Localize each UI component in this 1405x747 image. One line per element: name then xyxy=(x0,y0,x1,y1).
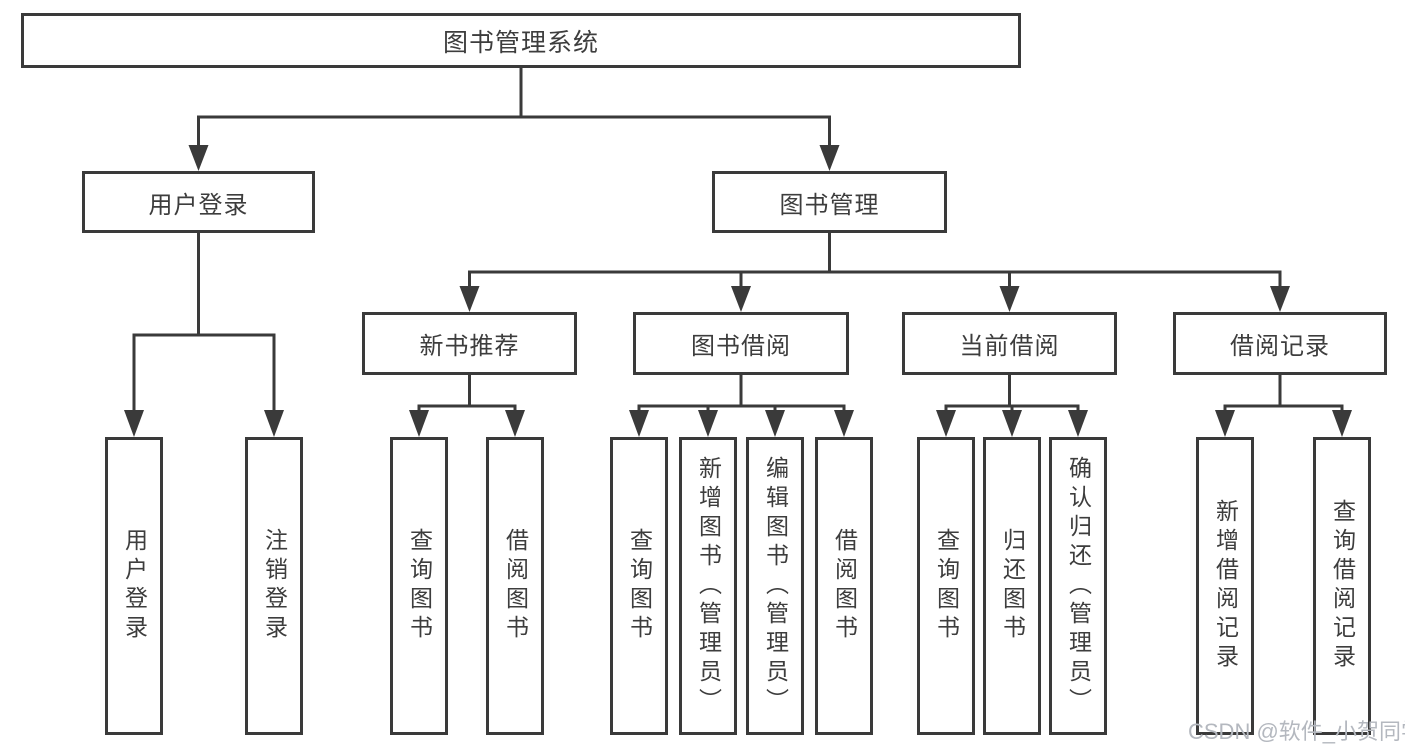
leaf-label: 查询图书 xyxy=(406,528,433,644)
leaf-label: 编辑图书（管理员） xyxy=(762,455,789,717)
node-current-borrowing: 当前借阅 xyxy=(902,312,1117,375)
leaf-add-books-admin: 新增图书（管理员） xyxy=(679,437,737,735)
leaf-label: 查询图书 xyxy=(933,528,960,644)
node-user-login: 用户登录 xyxy=(82,171,315,233)
node-book-management: 图书管理 xyxy=(712,171,947,233)
leaf-query-books-recommendation: 查询图书 xyxy=(390,437,448,735)
leaf-label: 注销登录 xyxy=(261,528,288,644)
node-label: 图书管理系统 xyxy=(442,28,599,57)
leaf-label: 借阅图书 xyxy=(831,528,858,644)
leaf-label: 归还图书 xyxy=(999,528,1026,644)
leaf-logout: 注销登录 xyxy=(245,437,303,735)
leaf-label: 查询借阅记录 xyxy=(1329,499,1356,673)
leaf-add-borrow-record: 新增借阅记录 xyxy=(1196,437,1254,735)
node-book-borrowing: 图书借阅 xyxy=(633,312,849,375)
node-label: 图书管理 xyxy=(779,191,880,219)
leaf-confirm-return-admin: 确认归还（管理员） xyxy=(1049,437,1107,735)
leaf-label: 新增图书（管理员） xyxy=(695,455,722,717)
leaf-user-login: 用户登录 xyxy=(105,437,163,735)
csdn-watermark: CSDN @软件_小贺同学 xyxy=(1188,719,1405,744)
leaf-query-books-borrowing: 查询图书 xyxy=(610,437,668,735)
leaf-label: 借阅图书 xyxy=(502,528,529,644)
node-label: 新书推荐 xyxy=(419,333,520,360)
node-label: 借阅记录 xyxy=(1230,333,1330,360)
node-label: 用户登录 xyxy=(148,191,249,219)
leaf-label: 新增借阅记录 xyxy=(1212,499,1239,673)
leaf-borrow-books-recommendation: 借阅图书 xyxy=(486,437,544,735)
leaf-label: 查询图书 xyxy=(626,528,653,644)
leaf-label: 用户登录 xyxy=(121,528,148,644)
node-label: 当前借阅 xyxy=(959,333,1060,360)
node-borrowing-records: 借阅记录 xyxy=(1173,312,1387,375)
leaf-query-books-current: 查询图书 xyxy=(917,437,975,735)
leaf-label: 确认归还（管理员） xyxy=(1065,455,1092,717)
node-library-management-system: 图书管理系统 xyxy=(21,13,1021,68)
node-new-book-recommendation: 新书推荐 xyxy=(362,312,577,375)
node-label: 图书借阅 xyxy=(691,333,791,360)
leaf-return-books: 归还图书 xyxy=(983,437,1041,735)
leaf-query-borrow-record: 查询借阅记录 xyxy=(1313,437,1371,735)
leaf-borrow-books: 借阅图书 xyxy=(815,437,873,735)
leaf-edit-books-admin: 编辑图书（管理员） xyxy=(746,437,804,735)
